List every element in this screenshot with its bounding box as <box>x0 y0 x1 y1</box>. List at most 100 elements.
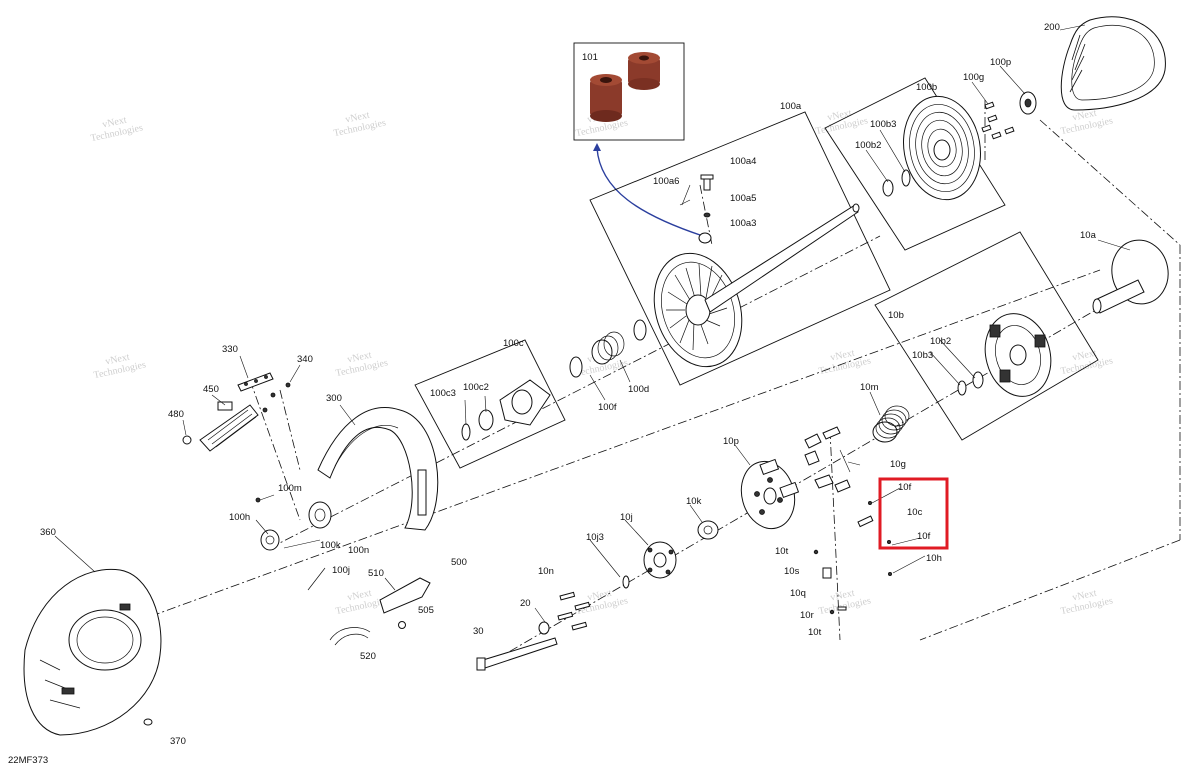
group-box-100b <box>824 77 1006 251</box>
label-100c2: 100c2 <box>463 382 489 393</box>
bolt-30 <box>476 637 558 671</box>
label-10r: 10r <box>800 610 814 621</box>
bolts-100g <box>981 101 1015 140</box>
svg-text:vNext: vNext <box>586 588 612 604</box>
spider-10p <box>740 458 800 530</box>
svg-text:vNext: vNext <box>344 110 370 126</box>
label-330: 330 <box>222 344 238 355</box>
screw-100m <box>255 497 261 503</box>
label-10c: 10c <box>907 507 923 518</box>
label-100k: 100k <box>320 540 341 551</box>
label-10n: 10n <box>538 566 554 577</box>
label-100d: 100d <box>628 384 649 395</box>
parts-100f-100d <box>569 319 647 378</box>
blue-callout-arrow <box>593 143 704 237</box>
label-10f-top: 10f <box>898 482 912 493</box>
label-10j3: 10j3 <box>586 532 604 543</box>
label-360: 360 <box>40 527 56 538</box>
label-10q: 10q <box>790 588 806 599</box>
fastener-370 <box>143 718 153 726</box>
label-100h: 100h <box>229 512 250 523</box>
svg-text:vNext: vNext <box>1071 588 1097 604</box>
label-20: 20 <box>520 598 531 609</box>
parts-100c <box>461 379 551 441</box>
svg-text:vNext: vNext <box>346 350 372 366</box>
bolts-10n <box>557 591 591 631</box>
label-10t-top: 10t <box>775 546 789 557</box>
washer-20 <box>538 621 550 635</box>
label-100j: 100j <box>332 565 350 576</box>
label-100b2: 100b2 <box>855 140 881 151</box>
label-100a6: 100a6 <box>653 176 679 187</box>
leader-lines <box>54 24 1131 623</box>
belt-guard-300 <box>317 407 439 531</box>
label-100a4: 100a4 <box>730 156 756 167</box>
label-100a5: 100a5 <box>730 193 756 204</box>
grille-450 <box>199 401 259 452</box>
movable-sheave-10b <box>957 313 1052 397</box>
bushing-image <box>590 52 660 122</box>
label-10b: 10b <box>888 310 904 321</box>
rollers-10q-10s <box>813 549 847 615</box>
spring-10m <box>872 405 910 443</box>
label-10g: 10g <box>890 459 906 470</box>
label-100c: 100c <box>503 338 524 349</box>
label-10f-bottom: 10f <box>917 531 931 542</box>
diagram-code: 22MF373 <box>8 755 48 766</box>
label-100g: 100g <box>963 72 984 83</box>
fastener-480 <box>182 435 192 445</box>
pulley-fixed-half-100a <box>653 203 860 368</box>
group-box-10b <box>874 231 1099 441</box>
label-10k: 10k <box>686 496 702 507</box>
cam-arms <box>804 426 851 493</box>
label-10h: 10h <box>926 553 942 564</box>
label-10p: 10p <box>723 436 739 447</box>
label-100f: 100f <box>598 402 617 413</box>
label-10b3: 10b3 <box>912 350 933 361</box>
svg-text:vNext: vNext <box>1071 108 1097 124</box>
pins-10c-10f <box>857 500 893 577</box>
label-450: 450 <box>203 384 219 395</box>
label-100b3: 100b3 <box>870 119 896 130</box>
bearing-100p <box>1019 91 1037 115</box>
drive-belt-200 <box>1060 16 1166 111</box>
label-100m: 100m <box>278 483 302 494</box>
highlight-box <box>878 477 949 550</box>
label-340: 340 <box>297 354 313 365</box>
sheave-100b <box>882 95 981 201</box>
label-10a: 10a <box>1080 230 1097 241</box>
label-30: 30 <box>473 626 484 637</box>
svg-text:vNext: vNext <box>104 352 130 368</box>
driven-pulley-10a <box>1092 239 1169 314</box>
label-100n: 100n <box>348 545 369 556</box>
svg-text:vNext: vNext <box>829 348 855 364</box>
bracket-500 <box>379 577 431 629</box>
nut-100h <box>260 529 280 551</box>
svg-text:vNext: vNext <box>346 588 372 604</box>
label-10s: 10s <box>784 566 800 577</box>
label-100p: 100p <box>990 57 1011 68</box>
label-101: 101 <box>582 52 598 63</box>
spring-pin-520 <box>329 627 371 646</box>
washer-10k <box>697 520 719 540</box>
label-300: 300 <box>326 393 342 404</box>
svg-text:vNext: vNext <box>1071 348 1097 364</box>
label-500: 500 <box>451 557 467 568</box>
group-box-100c <box>414 339 566 469</box>
label-10m: 10m <box>860 382 879 393</box>
label-100a: 100a <box>780 101 802 112</box>
svg-text:vNext: vNext <box>829 588 855 604</box>
label-370: 370 <box>170 736 186 747</box>
part-labels: 100a 100a4 100a6 100a5 100a3 100b 100b3 … <box>8 22 1097 766</box>
label-505: 505 <box>418 605 434 616</box>
